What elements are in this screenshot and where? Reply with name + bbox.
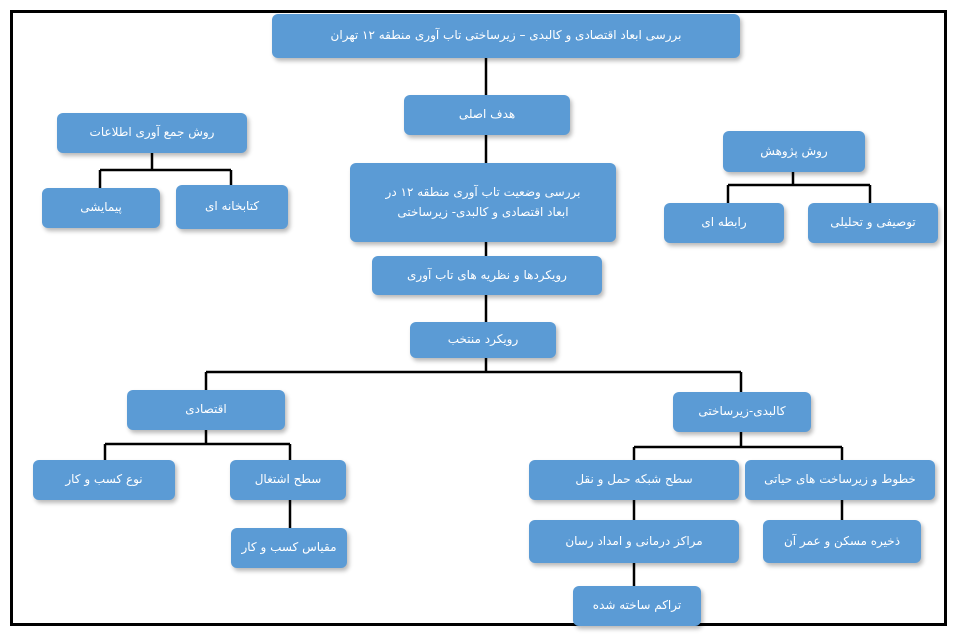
- health-centers-box: مراکز درمانی و امداد رسان: [529, 520, 739, 563]
- diagram-frame: [10, 10, 947, 626]
- business-type-box: نوع کسب و کار: [33, 460, 175, 500]
- descriptive-analytical-box: توصیفی و تحلیلی: [808, 203, 938, 243]
- housing-stock-box: ذخیره مسکن و عمر آن: [763, 520, 921, 563]
- main-goal-description-box: بررسی وضعیت تاب آوری منطقه ۱۲ در ابعاد ا…: [350, 163, 616, 242]
- research-method-box: روش پژوهش: [723, 131, 865, 172]
- main-goal-box: هدف اصلی: [404, 95, 570, 135]
- business-scale-box: مقیاس کسب و کار: [231, 528, 347, 568]
- built-density-box: تراکم ساخته شده: [573, 586, 701, 626]
- selected-approach-box: رویکرد منتخب: [410, 322, 556, 358]
- employment-level-box: سطح اشتغال: [230, 460, 346, 500]
- title-box: بررسی ابعاد اقتصادی و کالبدی – زیرساختی …: [272, 14, 740, 58]
- correlational-box: رابطه ای: [664, 203, 784, 243]
- approaches-box: رویکردها و نظریه های تاب آوری: [372, 256, 602, 295]
- library-method-box: کتابخانه ای: [176, 185, 288, 229]
- transport-network-box: سطح شبکه حمل و نقل: [529, 460, 739, 500]
- survey-method-box: پیمایشی: [42, 188, 160, 228]
- vital-infrastructure-box: خطوط و زیرساخت های حیاتی: [745, 460, 935, 500]
- economic-dimension-box: اقتصادی: [127, 390, 285, 430]
- physical-infrastructure-box: کالبدی-زیرساختی: [673, 392, 811, 432]
- data-collection-method-box: روش جمع آوری اطلاعات: [57, 113, 247, 153]
